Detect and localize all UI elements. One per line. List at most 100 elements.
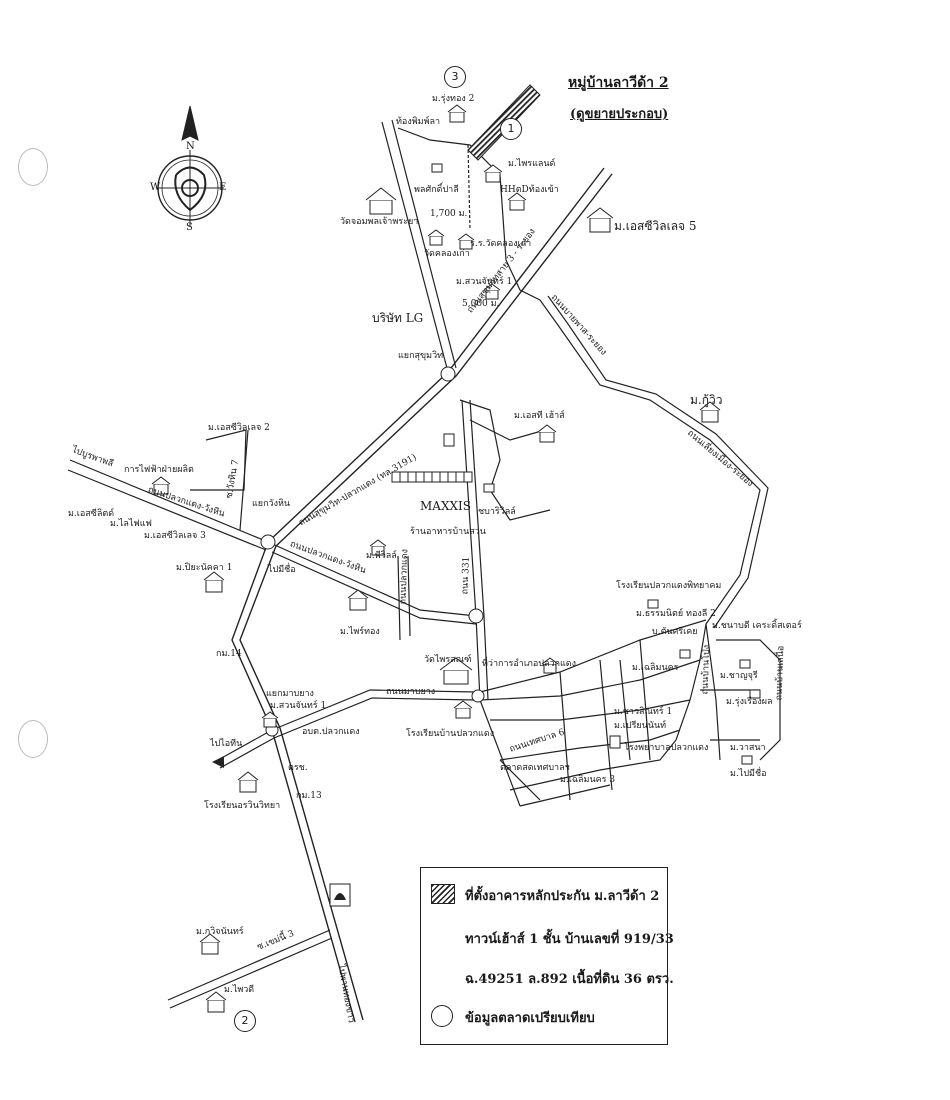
label-maiphrai: ม.ไพรแลนด์ <box>508 159 556 169</box>
house-icon <box>483 483 495 493</box>
house-icon <box>647 599 659 609</box>
map-title: หมู่บ้านลาวีด้า 2 <box>568 75 669 91</box>
house-icon <box>205 991 227 1013</box>
legend-box: ที่ตั้งอาคารหลักประกัน ม.ลาวีด้า 2 ทาวน์… <box>420 867 674 1045</box>
punch-hole-top <box>18 148 48 186</box>
town-grid-2 <box>479 659 701 701</box>
junction-town <box>471 689 485 703</box>
label-gopai: ไปไอทีน <box>210 739 243 749</box>
legend-line-2: ทาวน์เฮ้าส์ 1 ชั้น บ้านเลขที่ 919/33 <box>465 932 674 947</box>
label-lg: บริษัท LG <box>372 311 424 325</box>
label-watphon: วัดไพรสณฑ์ <box>424 655 472 665</box>
label-praiwan: ม.วาสนา <box>730 743 766 753</box>
arrow-west-icon <box>212 756 224 768</box>
building-icon <box>443 433 455 447</box>
house-icon <box>699 401 721 423</box>
road-soi7 <box>239 429 249 531</box>
label-chaochan1: ม.ชาวสิณทร์ 1 <box>614 707 673 717</box>
label-mp3: ม.ไพร์ทอง <box>340 627 380 637</box>
punch-hole-bottom <box>18 720 48 758</box>
house-icon <box>739 659 751 669</box>
logo-emblem <box>329 883 351 907</box>
hospital-icon <box>609 735 621 749</box>
house-icon <box>427 229 445 246</box>
road-piwill-inner <box>407 555 411 637</box>
label-maxxis: MAXXIS <box>420 499 471 513</box>
label-esviva2: ม.เอสซีวิลเลจ 2 <box>208 423 270 433</box>
town-grid-v3 <box>639 639 651 761</box>
house-icon <box>749 689 761 699</box>
house-icon <box>237 771 259 793</box>
compass-north: N <box>186 141 195 152</box>
town-grid-3 <box>490 699 691 721</box>
label-tiwakarn: ที่ว่าการอำเภอปลวกแดง <box>482 659 577 669</box>
house-icon <box>347 589 369 611</box>
label-chanatip: ม.ชาญจุรี <box>720 671 758 681</box>
house-icon <box>507 192 527 211</box>
house-icon <box>447 104 467 123</box>
label-dist1: 1,700 ม. <box>430 209 468 219</box>
label-chalerm: ม.เฉลิมนคร <box>632 663 679 673</box>
house-icon <box>151 476 171 495</box>
road-south-west <box>217 689 477 761</box>
label-rd-right2: ถนนบ้านเสนื่อ <box>774 645 787 701</box>
label-suessong: ม.รุ่งเรืองผล <box>726 697 773 707</box>
road-south-west-inner <box>219 697 477 769</box>
town-grid-v4 <box>619 659 631 761</box>
house-icon <box>541 657 559 674</box>
label-wanabi: ม.ชนาบดี เคระดิ้สเตอร์ <box>712 621 802 631</box>
label-watphraya: วัดจอมพลเจ้าพระยา <box>340 217 419 227</box>
label-jaichok: แยกสุขุมวิท <box>398 351 444 361</box>
legend-hatch-swatch <box>431 884 455 904</box>
legend-line-1: ที่ตั้งอาคารหลักประกัน ม.ลาวีด้า 2 <box>465 889 660 904</box>
junction-wanghin <box>260 534 276 550</box>
town-grid-v2 <box>599 659 613 791</box>
label-noumthong: ม.ธรรมนิตย์ ทองลี 2 <box>636 609 716 619</box>
label-wanghin: แยกวังหิน <box>252 499 291 509</box>
label-kuriwa: ม.กู้วิว <box>690 393 723 407</box>
label-rongrian-old: ร.ร.วัดคลองเก่า <box>470 239 532 249</box>
house-icon <box>261 711 279 728</box>
label-mapyang-rd: ถนนมาบยาง <box>386 687 436 697</box>
house-icon <box>537 424 557 443</box>
label-kmpaek: แยกมาบยาง <box>266 689 314 699</box>
road-top-branch <box>397 127 541 301</box>
house-icon <box>586 207 614 233</box>
label-km13: กม.13 <box>296 791 322 801</box>
town-grid-6 <box>519 784 611 807</box>
road-mesthi-2 <box>459 399 551 521</box>
map-subtitle: (ดูขยายประกอบ) <box>570 107 669 122</box>
compass-west: W <box>150 182 161 193</box>
road-piwill <box>397 555 401 641</box>
maxxis-factory <box>391 471 473 483</box>
label-esviva3: ม.เอสซีวิลเลจ 3 <box>144 531 206 541</box>
building-icon <box>431 163 443 173</box>
label-rungthong2: ม.รุ่งทอง 2 <box>432 94 475 104</box>
legend-line-3: ฉ.49251 ล.892 เนื้อที่ดิน 36 ตรว. <box>465 972 674 987</box>
road-far-right-2 <box>716 639 781 761</box>
house-icon <box>369 539 387 556</box>
ref-marker-2: 2 <box>234 1010 256 1032</box>
house-icon <box>199 933 221 955</box>
label-mesthi: ม.เอสที เฮ้าส์ <box>514 411 565 421</box>
road-north <box>381 121 449 373</box>
label-maimi2: ม.ไปมีชื่อ <box>730 769 767 779</box>
town-grid-v1 <box>559 671 571 801</box>
road-pluakdaeng-wanghin <box>267 541 477 617</box>
label-watkhlong: วัดคลองเก่า <box>424 249 470 259</box>
label-rongrian3: โรงเรียนอรวินวิทยา <box>204 801 281 811</box>
road-soi3 <box>167 929 331 1001</box>
label-homegold: HHตDท้องเข้า <box>500 185 559 195</box>
house-icon <box>457 233 475 250</box>
house-icon <box>679 649 691 659</box>
compass-east: E <box>219 182 227 193</box>
label-rd-vert: ถนน 331 <box>460 556 472 595</box>
town-grid-d2 <box>499 759 541 801</box>
label-esc: ม.เอสซีลิตด์ <box>68 509 115 519</box>
label-tongphimla: ท้องพิมพ์ลา <box>396 117 441 127</box>
town-grid-5 <box>509 739 677 791</box>
label-hospital: โรงพยาบาลปลวกแดง <box>624 743 709 753</box>
label-school1: โรงเรียนปลวกแดงพิทยาคม <box>616 581 722 591</box>
label-phiwadee: ม.ไพวดี <box>224 985 255 995</box>
